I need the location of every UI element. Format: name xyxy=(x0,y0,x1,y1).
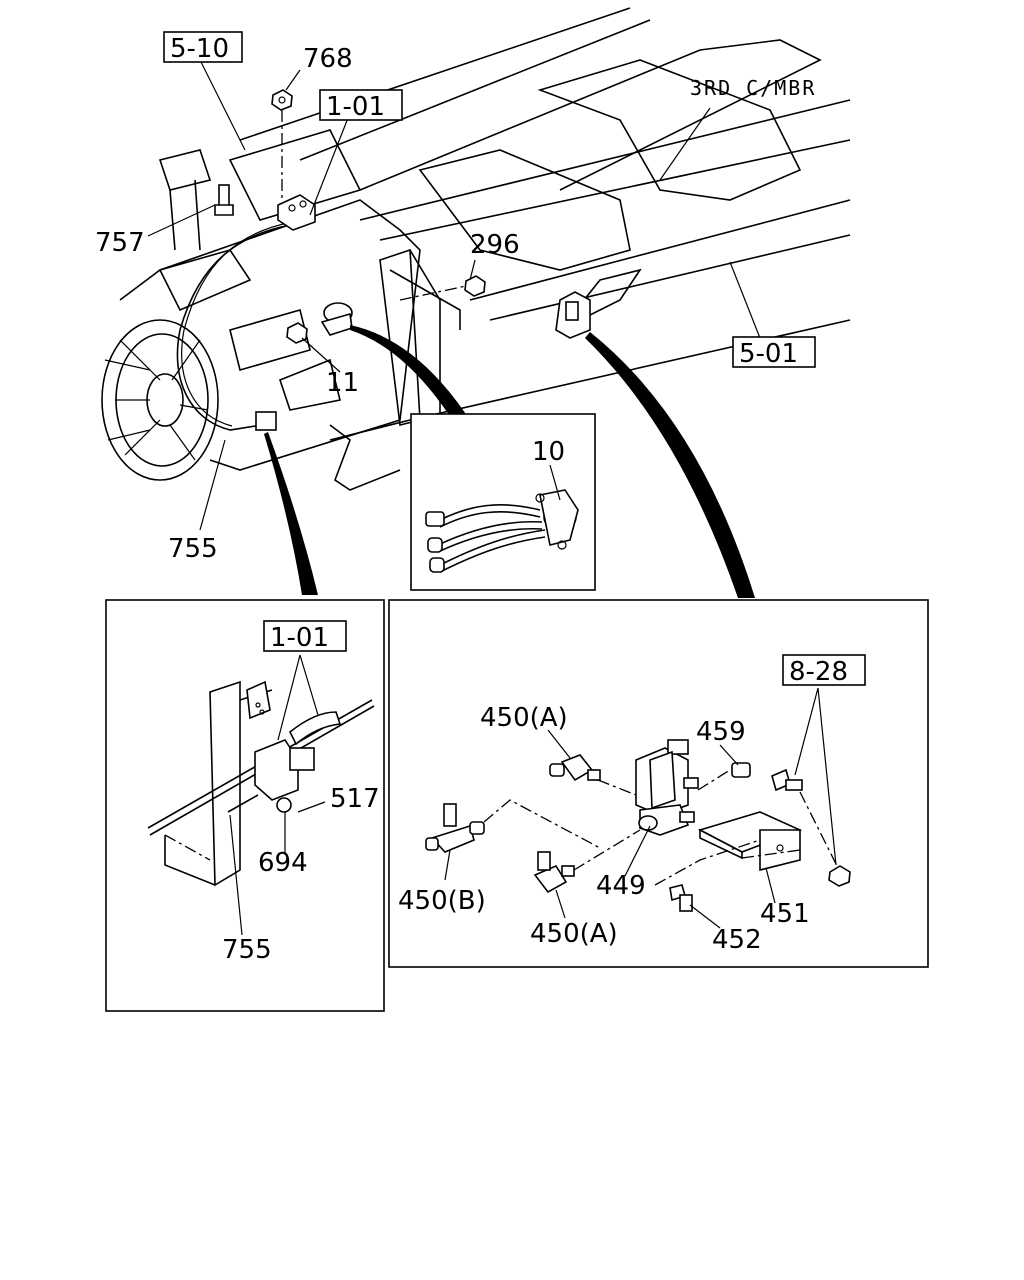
part-number-452: 452 xyxy=(712,925,762,955)
ref-box-5-01 xyxy=(732,336,816,368)
tee-450b xyxy=(425,803,485,853)
callout-wedge-detail-left xyxy=(264,432,318,595)
detail-box-switch-mount xyxy=(105,599,385,1012)
part-number-450a-top: 450(A) xyxy=(480,703,568,733)
elbow-450a-top xyxy=(549,754,601,782)
ref-1-01-detail: 1-01 xyxy=(270,623,329,653)
bolt-757 xyxy=(214,184,234,216)
part-number-755-main: 755 xyxy=(168,534,218,564)
part-number-517: 517 xyxy=(330,784,380,814)
part-number-296: 296 xyxy=(470,230,520,260)
solenoid-valve-assembly xyxy=(635,739,699,836)
valve-bracket-on-frame xyxy=(555,291,591,339)
part-number-451: 451 xyxy=(760,899,810,929)
ref-8-28: 8-28 xyxy=(789,657,848,687)
bolt-8-28 xyxy=(771,768,803,792)
switch-mount-detail xyxy=(147,680,375,887)
transmission-housing xyxy=(101,129,421,481)
part-number-459: 459 xyxy=(696,717,746,747)
clip-bottom xyxy=(255,411,277,431)
part-number-449: 449 xyxy=(596,871,646,901)
ref-box-5-10 xyxy=(163,31,243,63)
label-3rd-cross-member: 3RD C/MBR xyxy=(690,76,816,100)
part-number-450a-bottom: 450(A) xyxy=(530,919,618,949)
callout-wedge-10 xyxy=(350,325,475,432)
fitting-459 xyxy=(731,762,751,778)
nut-768 xyxy=(271,89,293,111)
harness-cable-755 xyxy=(176,224,291,431)
nut-8-28 xyxy=(828,865,851,887)
ref-box-8-28 xyxy=(782,654,866,686)
nut-296 xyxy=(464,275,486,297)
part-number-757: 757 xyxy=(95,228,145,258)
part-number-11: 11 xyxy=(326,368,359,398)
part-number-10: 10 xyxy=(532,437,565,467)
callout-wedge-detail-right xyxy=(585,332,755,598)
switch-bracket-101 xyxy=(277,194,316,231)
ref-box-1-01-top xyxy=(319,89,403,121)
part-number-768: 768 xyxy=(303,44,353,74)
part-number-755-detail: 755 xyxy=(222,935,272,965)
elbow-450a-bottom xyxy=(533,851,575,894)
ref-1-01-top: 1-01 xyxy=(326,92,385,122)
bolt-452 xyxy=(669,884,693,912)
bracket-451 xyxy=(697,811,803,872)
ref-5-10: 5-10 xyxy=(170,34,229,64)
switch-10-installed xyxy=(320,302,353,336)
part-number-450b: 450(B) xyxy=(398,886,486,916)
ref-5-01: 5-01 xyxy=(739,339,798,369)
ref-box-1-01-detail xyxy=(263,620,347,652)
part-number-694: 694 xyxy=(258,848,308,878)
switch-10-detail xyxy=(425,489,579,573)
